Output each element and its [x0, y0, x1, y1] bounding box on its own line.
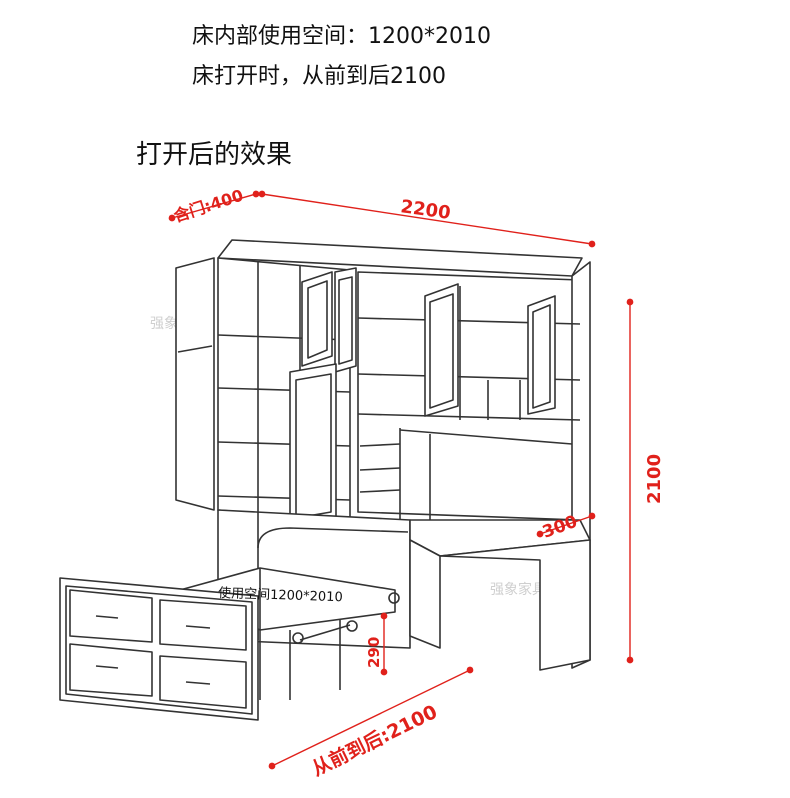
dimension-front-to-back-label: 从前到后:2100 — [308, 700, 441, 781]
usable-space-label: 使用空间1200*2010 — [218, 585, 343, 605]
dimension-width-label: 2200 — [399, 196, 452, 224]
dimension-lines — [168, 190, 634, 770]
dimension-height-label: 2100 — [644, 454, 665, 504]
spec-line-inner-space: 床内部使用空间：1200*2010 — [192, 24, 491, 49]
dimension-bed-height-label: 290 — [365, 637, 383, 668]
dimension-door-label: 含门:400 — [171, 186, 245, 226]
watermark-text: 强象家具 — [490, 581, 546, 598]
cabinet-outline — [59, 239, 591, 721]
diagram-heading: 打开后的效果 — [136, 140, 293, 170]
spec-line-open-depth: 床打开时，从前到后2100 — [192, 64, 446, 89]
